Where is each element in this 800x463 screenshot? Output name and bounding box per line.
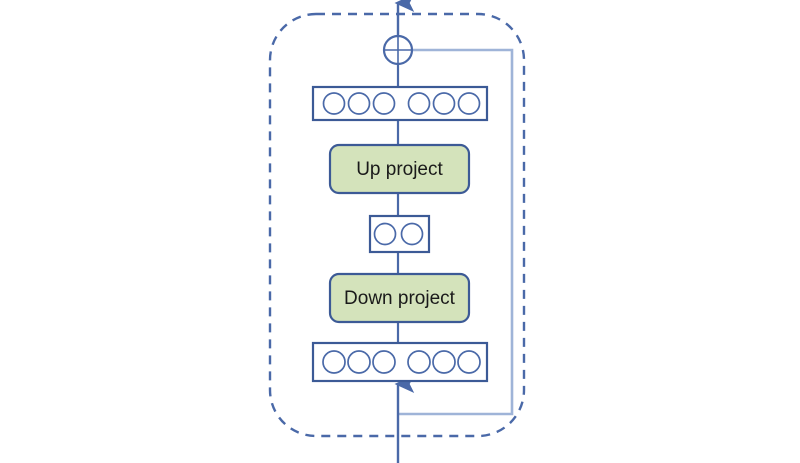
feature-unit bbox=[457, 350, 481, 374]
feature-unit bbox=[457, 92, 481, 115]
feature-unit bbox=[407, 350, 431, 374]
bottleneck-feature-row bbox=[368, 214, 431, 254]
feature-unit bbox=[372, 350, 396, 374]
feature-unit bbox=[432, 92, 456, 115]
feature-unit bbox=[373, 222, 397, 246]
up-project-block[interactable]: Up project bbox=[328, 143, 471, 195]
input-feature-row bbox=[311, 341, 489, 383]
feature-unit bbox=[347, 92, 371, 115]
skip-connection bbox=[398, 48, 514, 416]
feature-unit bbox=[407, 92, 431, 115]
feature-unit bbox=[372, 92, 396, 115]
feature-unit bbox=[347, 350, 371, 374]
sum-junction bbox=[382, 34, 414, 66]
feature-unit bbox=[432, 350, 456, 374]
down-project-block[interactable]: Down project bbox=[328, 272, 471, 324]
output-feature-row bbox=[311, 85, 489, 122]
feature-unit bbox=[400, 222, 424, 246]
feature-unit bbox=[322, 92, 346, 115]
feature-unit bbox=[322, 350, 346, 374]
